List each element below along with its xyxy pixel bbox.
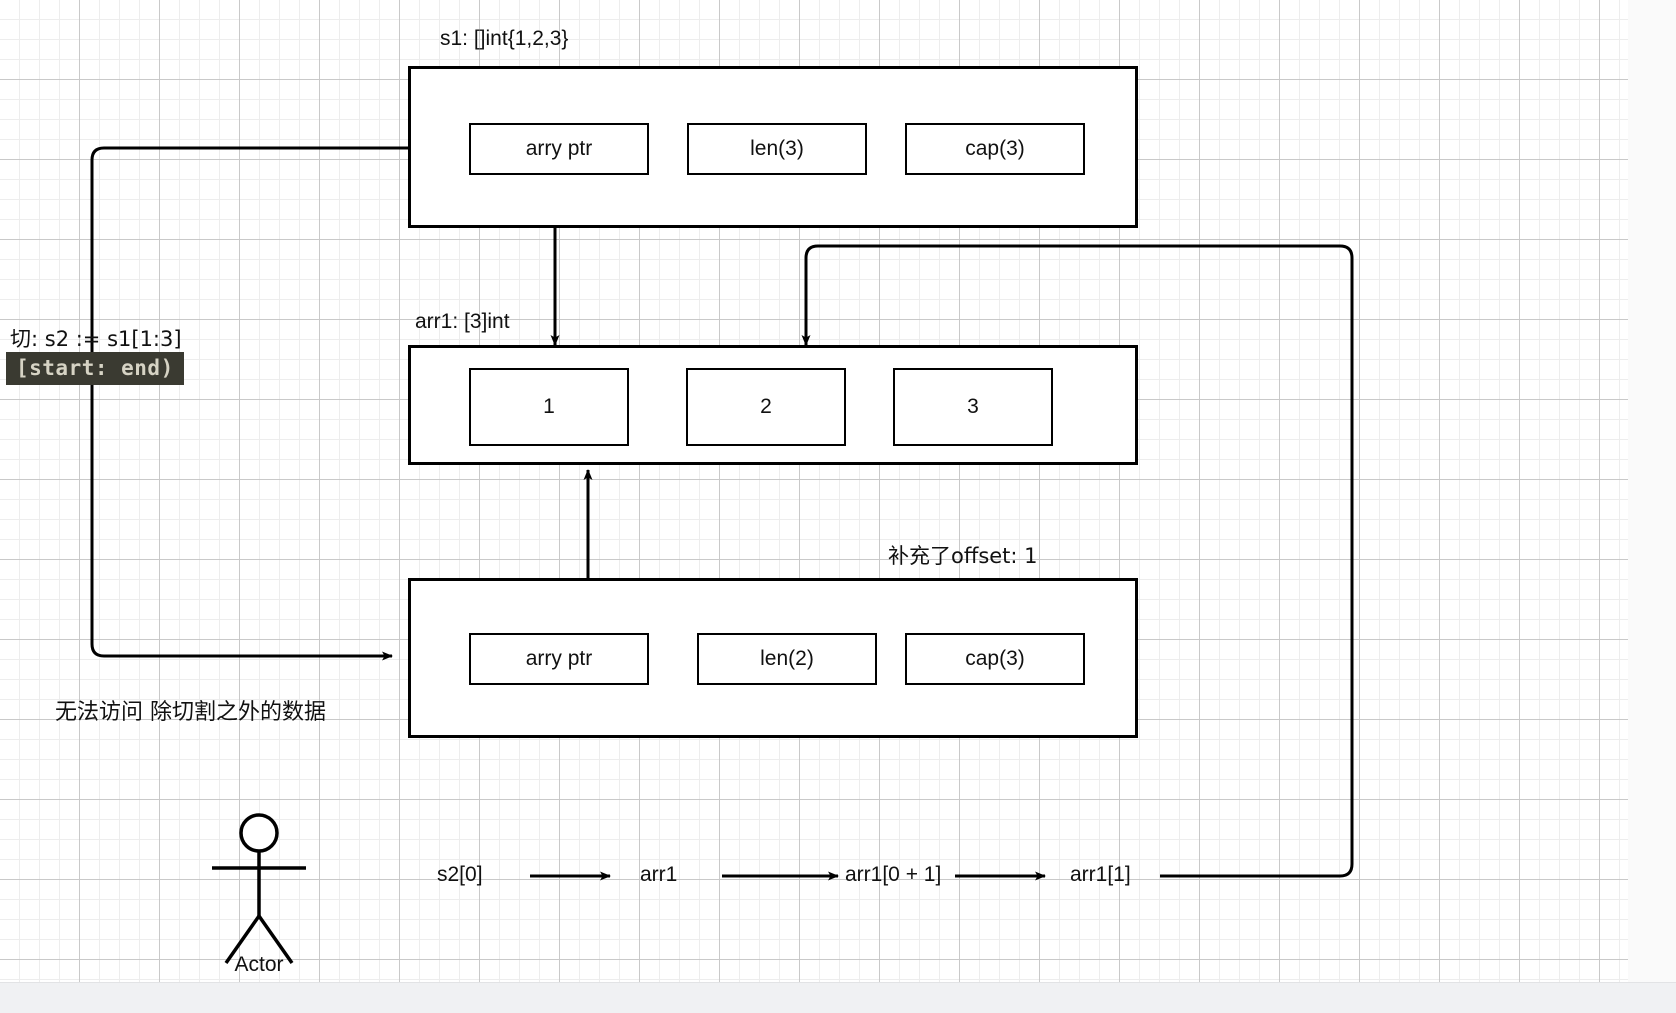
- chain-step-2: arr1[0 + 1]: [845, 863, 942, 886]
- actor-figure: [212, 813, 306, 965]
- s2-field-len[interactable]: len(2): [697, 633, 877, 685]
- s1-field-len-label: len(3): [750, 137, 804, 160]
- s1-field-arry-ptr[interactable]: arry ptr: [469, 123, 649, 175]
- canvas-right-margin: [1628, 0, 1676, 982]
- chain-step-3: arr1[1]: [1070, 863, 1131, 886]
- s1-caption: s1: []int{1,2,3}: [440, 27, 569, 50]
- arr1-cell-1[interactable]: 2: [686, 368, 846, 446]
- chain-step-0: s2[0]: [437, 863, 483, 886]
- slice-note-label: 切: s2 := s1[1:3]: [10, 327, 182, 351]
- arr1-caption: arr1: [3]int: [415, 310, 510, 333]
- arr1-cell-1-label: 2: [760, 395, 772, 418]
- s2-field-cap-label: cap(3): [965, 647, 1025, 670]
- arr1-cell-2[interactable]: 3: [893, 368, 1053, 446]
- s1-field-arry-ptr-label: arry ptr: [525, 137, 593, 160]
- no-access-note: 无法访问 除切割之外的数据: [55, 700, 326, 725]
- s2-field-cap[interactable]: cap(3): [905, 633, 1085, 685]
- offset-caption: 补充了offset: 1: [888, 544, 1038, 568]
- s2-field-arry-ptr[interactable]: arry ptr: [469, 633, 649, 685]
- s1-field-cap-label: cap(3): [965, 137, 1025, 160]
- arr1-cell-2-label: 3: [967, 395, 979, 418]
- s1-field-cap[interactable]: cap(3): [905, 123, 1085, 175]
- diagram-canvas[interactable]: s1: []int{1,2,3} arry ptr len(3) cap(3) …: [0, 0, 1628, 982]
- arr1-cell-0-label: 1: [543, 395, 555, 418]
- s2-struct-box[interactable]: arry ptr len(2) cap(3): [408, 578, 1138, 738]
- actor-label: Actor: [234, 953, 284, 976]
- chain-step-1: arr1: [640, 863, 678, 886]
- connector-s1-to-s2: [90, 146, 408, 661]
- arr1-array-box[interactable]: 1 2 3: [408, 345, 1138, 465]
- s1-field-len[interactable]: len(3): [687, 123, 867, 175]
- s2-field-arry-ptr-label: arry ptr: [525, 647, 593, 670]
- s1-struct-box[interactable]: arry ptr len(3) cap(3): [408, 66, 1138, 228]
- slice-note-code: [start: end): [6, 352, 184, 385]
- s2-field-len-label: len(2): [760, 647, 814, 670]
- canvas-bottom-bar: [0, 982, 1676, 1013]
- arr1-cell-0[interactable]: 1: [469, 368, 629, 446]
